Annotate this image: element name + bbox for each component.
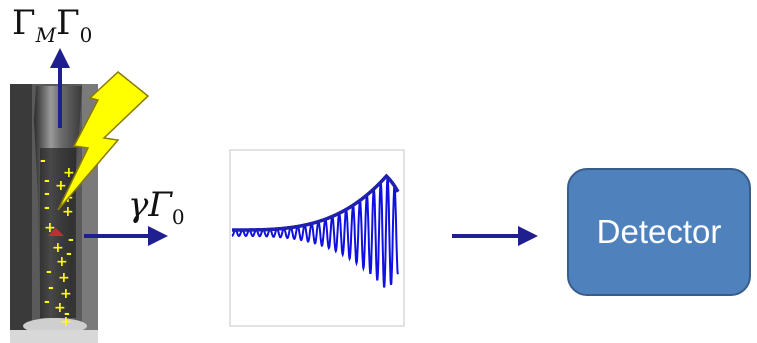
negative-charge: - bbox=[44, 294, 50, 310]
positive-charge: + bbox=[62, 204, 74, 220]
detector-box: Detector bbox=[567, 168, 751, 296]
positive-charge: + bbox=[56, 254, 68, 270]
negative-charge: - bbox=[46, 264, 52, 280]
negative-charge: - bbox=[40, 153, 46, 169]
positive-charge: + bbox=[44, 220, 56, 236]
detector-label: Detector bbox=[597, 213, 722, 251]
positive-charge: + bbox=[60, 314, 72, 330]
negative-charge: - bbox=[44, 200, 50, 216]
positive-charge: + bbox=[58, 270, 70, 286]
